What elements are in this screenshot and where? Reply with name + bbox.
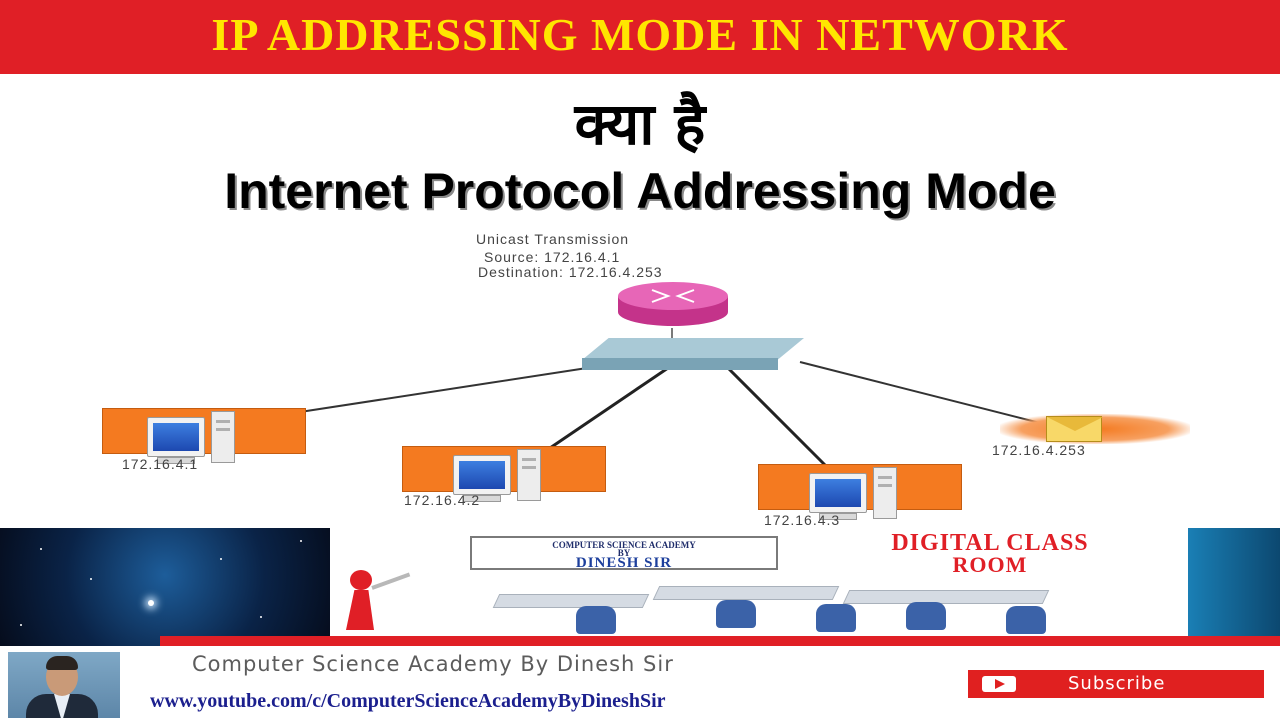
- envelope-icon: [1046, 416, 1103, 442]
- space-background: [0, 528, 330, 646]
- network-diagram: Unicast Transmission Source: 172.16.4.1 …: [0, 228, 1280, 528]
- promo-banner: COMPUTER SCIENCE ACADEMY BY DINESH SIR D…: [0, 528, 1280, 646]
- top-banner: IP ADDRESSING MODE IN NETWORK: [0, 0, 1280, 74]
- host-2-ip: 172.16.4.2: [404, 492, 481, 508]
- academy-by: BY: [617, 548, 631, 558]
- transmission-destination: Destination: 172.16.4.253: [478, 264, 663, 280]
- academy-teacher: DINESH SIR: [575, 555, 673, 571]
- link-switch-host-2: [549, 366, 669, 450]
- channel-url-link[interactable]: www.youtube.com/c/ComputerScienceAcademy…: [150, 690, 666, 712]
- red-text-strip: [160, 636, 1280, 646]
- host-4-ip: 172.16.4.253: [992, 442, 1086, 458]
- classroom-desks-image: [486, 578, 1186, 638]
- hindi-subtitle: क्या है: [574, 90, 706, 158]
- channel-name[interactable]: Computer Science Academy By Dinesh Sir: [192, 652, 674, 676]
- subscribe-button[interactable]: Subscribe: [968, 670, 1264, 698]
- digital-class-room: ROOM: [952, 552, 1028, 577]
- transmission-title: Unicast Transmission: [476, 231, 630, 247]
- host-3-ip: 172.16.4.3: [764, 512, 841, 528]
- link-switch-host-1: [299, 365, 601, 413]
- host-1-ip: 172.16.4.1: [122, 456, 199, 472]
- youtube-play-icon: [982, 676, 1016, 692]
- link-switch-host-3: [726, 366, 828, 468]
- network-links: [299, 328, 1045, 468]
- banner-title: IP ADDRESSING MODE IN NETWORK: [211, 9, 1069, 60]
- teacher-figure-icon: [336, 564, 416, 634]
- host-4: [1000, 414, 1190, 444]
- router-icon: [618, 282, 728, 328]
- academy-name: COMPUTER SCIENCE ACADEMY: [552, 540, 696, 550]
- academy-logo-box: COMPUTER SCIENCE ACADEMY BY DINESH SIR: [470, 536, 778, 571]
- digital-class-title: DIGITAL CLASS: [891, 530, 1089, 556]
- link-switch-host-4: [799, 361, 1045, 425]
- switch-icon: [582, 338, 804, 372]
- host-1: [102, 408, 306, 464]
- host-3: [758, 464, 962, 520]
- main-heading: Internet Protocol Addressing Mode: [224, 163, 1056, 219]
- transmission-source: Source: 172.16.4.1: [484, 249, 621, 265]
- avatar[interactable]: [8, 652, 120, 718]
- space-background-right: [1188, 528, 1280, 646]
- host-2: [402, 446, 606, 502]
- subscribe-label: Subscribe: [1068, 673, 1166, 694]
- channel-footer: Computer Science Academy By Dinesh Sir w…: [0, 646, 1280, 720]
